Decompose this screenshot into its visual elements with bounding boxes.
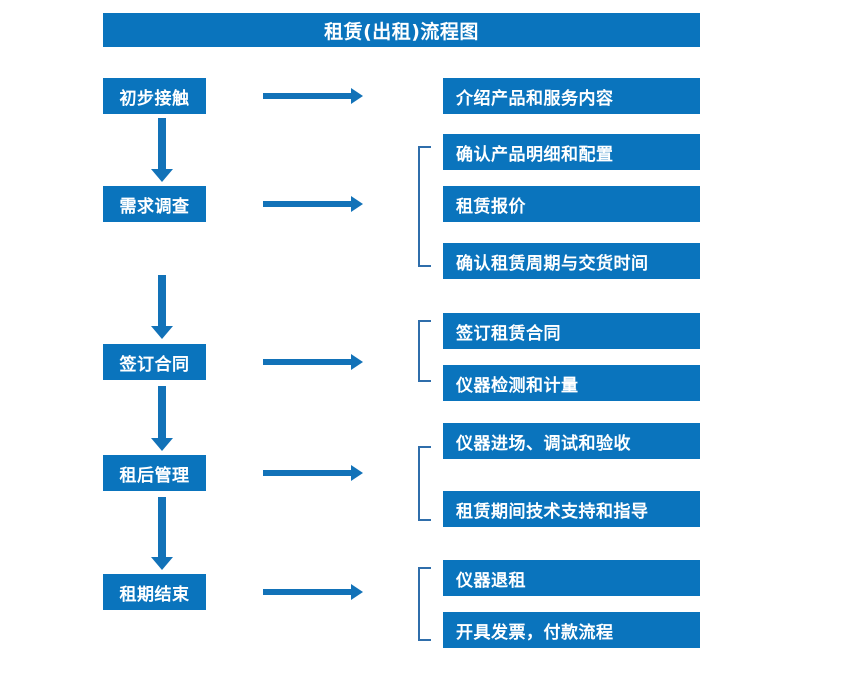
detail-box-instrument-inspection-metering[interactable]: 仪器检测和计量 — [443, 365, 700, 401]
arrow-head — [351, 196, 363, 212]
arrow-head — [151, 326, 173, 339]
arrow-head — [351, 584, 363, 600]
arrow-shaft — [158, 497, 166, 557]
arrow-head — [351, 354, 363, 370]
group-bracket-needs-survey — [418, 146, 431, 267]
diagram-title: 租赁(出租)流程图 — [103, 13, 700, 47]
right-arrow-from-sign-contract — [263, 354, 363, 370]
arrow-shaft — [158, 386, 166, 438]
stage-box-needs-survey[interactable]: 需求调查 — [103, 186, 206, 222]
down-arrow-survey-to-contract — [151, 275, 173, 339]
group-bracket-rental-end — [418, 567, 431, 641]
detail-box-invoice-payment-process[interactable]: 开具发票，付款流程 — [443, 612, 700, 648]
arrow-shaft — [263, 470, 353, 476]
arrow-head — [151, 557, 173, 570]
detail-box-technical-support-guidance[interactable]: 租赁期间技术支持和指导 — [443, 491, 700, 527]
detail-box-introduce-products-services[interactable]: 介绍产品和服务内容 — [443, 78, 700, 114]
detail-box-rental-quotation[interactable]: 租赁报价 — [443, 186, 700, 222]
detail-box-confirm-rental-period-delivery[interactable]: 确认租赁周期与交货时间 — [443, 243, 700, 279]
detail-box-instrument-return[interactable]: 仪器退租 — [443, 560, 700, 596]
stage-box-initial-contact[interactable]: 初步接触 — [103, 78, 206, 114]
stage-box-rental-end[interactable]: 租期结束 — [103, 574, 206, 610]
group-bracket-sign-contract — [418, 320, 431, 382]
right-arrow-from-rental-end — [263, 584, 363, 600]
arrow-head — [151, 438, 173, 451]
right-arrow-from-post-rental-management — [263, 465, 363, 481]
group-bracket-post-rental-management — [418, 446, 431, 521]
detail-box-confirm-product-spec[interactable]: 确认产品明细和配置 — [443, 134, 700, 170]
detail-box-sign-rental-contract[interactable]: 签订租赁合同 — [443, 313, 700, 349]
right-arrow-from-needs-survey — [263, 196, 363, 212]
arrow-head — [151, 169, 173, 182]
down-arrow-management-to-end — [151, 497, 173, 570]
detail-box-instrument-entry-commission-acceptance[interactable]: 仪器进场、调试和验收 — [443, 423, 700, 459]
right-arrow-from-initial-contact — [263, 88, 363, 104]
down-arrow-contract-to-management — [151, 386, 173, 451]
stage-box-post-rental-management[interactable]: 租后管理 — [103, 455, 206, 491]
stage-box-sign-contract[interactable]: 签订合同 — [103, 344, 206, 380]
arrow-head — [351, 465, 363, 481]
arrow-shaft — [158, 118, 166, 169]
down-arrow-contact-to-survey — [151, 118, 173, 182]
arrow-shaft — [263, 359, 353, 365]
arrow-shaft — [158, 275, 166, 326]
arrow-shaft — [263, 93, 353, 99]
arrow-shaft — [263, 201, 353, 207]
arrow-head — [351, 88, 363, 104]
arrow-shaft — [263, 589, 353, 595]
